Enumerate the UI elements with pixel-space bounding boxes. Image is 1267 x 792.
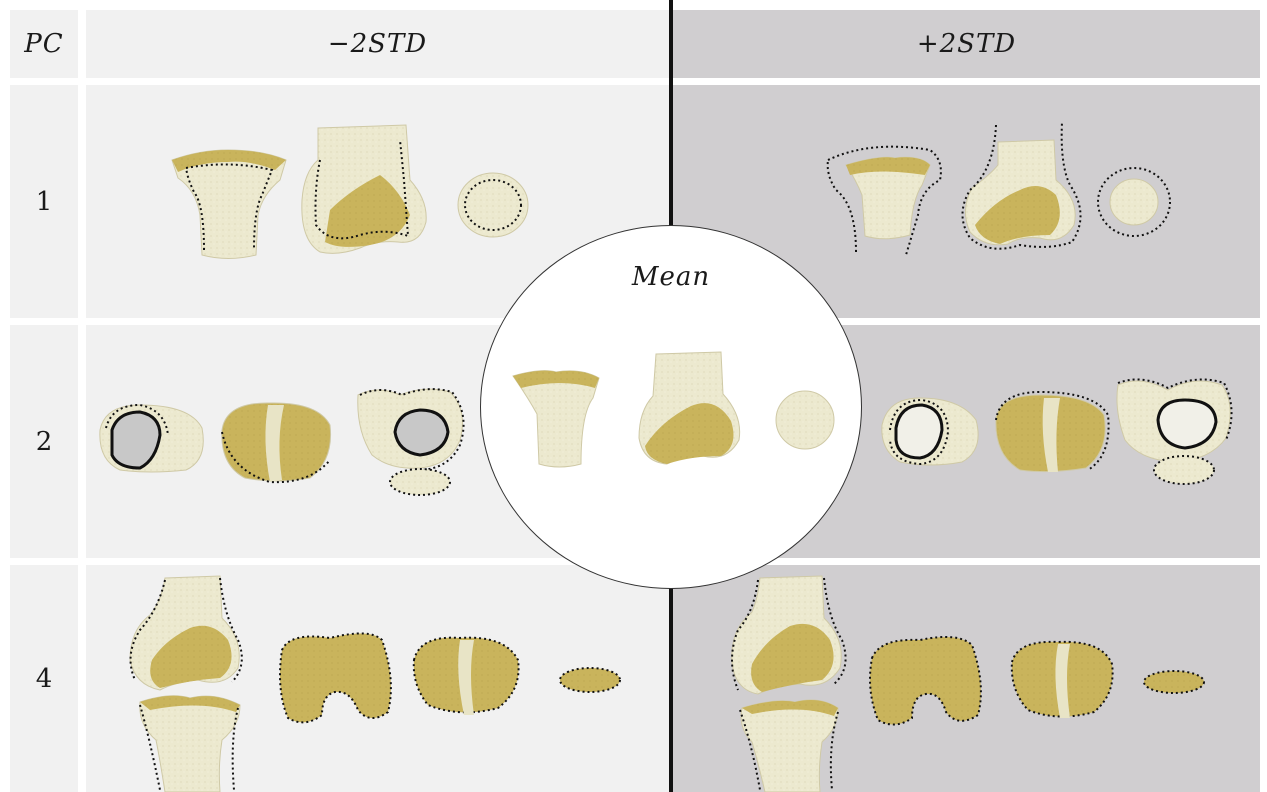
- pc4-minus-tibia: [140, 696, 240, 792]
- pc4-minus-patella: [560, 668, 620, 692]
- pc4-plus-bones: [732, 576, 1204, 792]
- pc1-minus-bones: [172, 125, 528, 259]
- pc2-minus-bones: [100, 389, 464, 495]
- pc2-minus-patella: [390, 469, 450, 495]
- pc1-plus-bones: [828, 122, 1170, 255]
- pc1-plus-patella: [1110, 179, 1158, 225]
- mean-patella: [776, 391, 834, 449]
- pc4-plus-patella: [1144, 671, 1204, 693]
- pc4-plus-condyles: [870, 637, 981, 725]
- mean-circle: Mean: [480, 225, 862, 589]
- pc2-plus-bones: [882, 379, 1232, 484]
- pc2-plus-patella: [1154, 456, 1214, 484]
- mean-bones: [481, 226, 863, 590]
- pc4-minus-condyles: [280, 633, 391, 722]
- pc4-plus-tibia: [741, 700, 838, 792]
- pc4-minus-bones: [130, 576, 620, 792]
